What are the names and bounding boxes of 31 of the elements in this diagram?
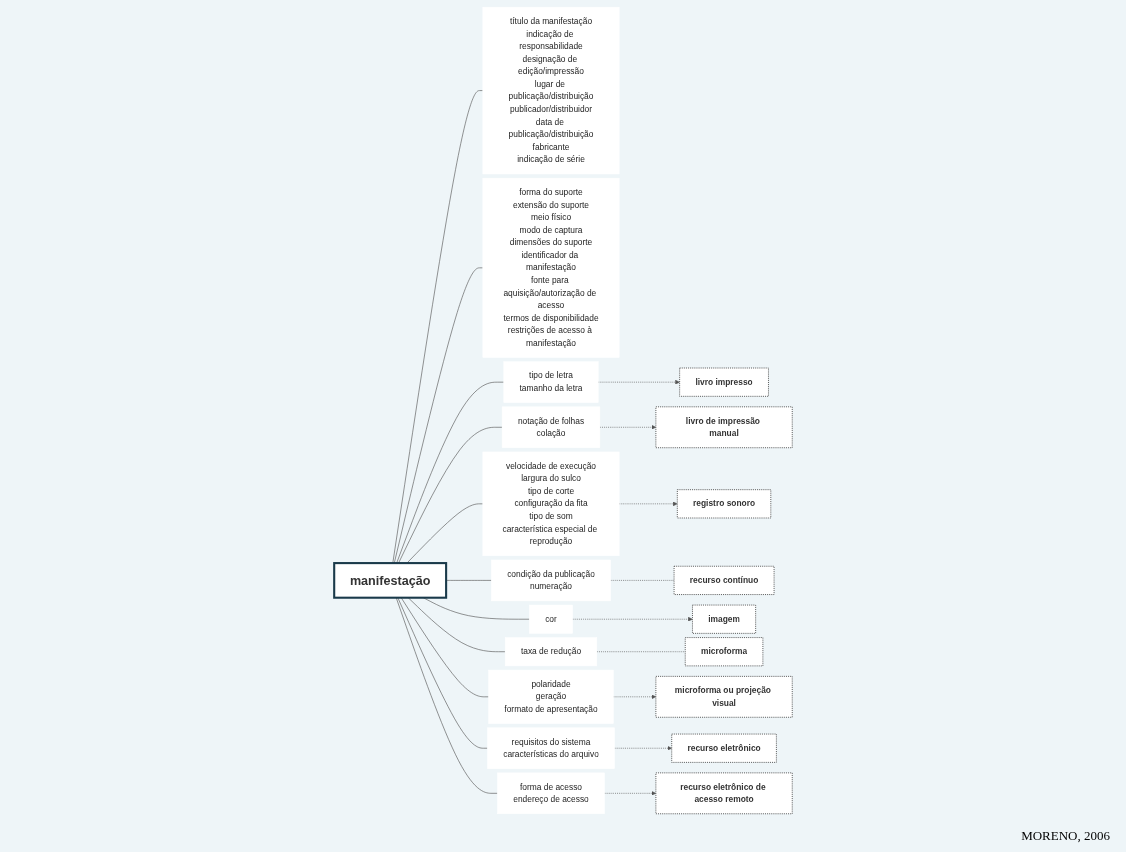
node-box	[490, 559, 611, 601]
connector	[398, 426, 503, 563]
connector	[445, 579, 492, 581]
connector	[393, 267, 483, 563]
connector	[406, 503, 483, 563]
connector	[596, 650, 686, 652]
connector	[610, 579, 675, 581]
node-box	[487, 727, 615, 769]
diagram: manifestação título da manifestação indicação de responsabilidade designação de edição/impressão lugar de publicação/distribuição publicador/distribuidor data de publicação/distribuição fabricante indicação de série forma do suporte extensão do suporte meio físico modo de captura dimensões do suporte identificador da manifestação fonte para aquisição/autorização de acesso termos de disponibilidade restrições de acesso à manifestação tipo de letra tamanho da letra livro impresso notação de folhas colação livro de impressão manual velocidade de execução largura do sulco tipo de corte configuração da fita tipo de som característica especial de reprodução registro sonoro condição da publicação numeração recurso contínuo cor imagem taxa de redução microforma polaridade geração formato de apresentação microforma ou projeção visual requisitos do sistema características do arquivo recurso eletrônico forma de acesso endereço de acesso recurso eletrônico de acesso remoto	[329, 2, 797, 818]
node-box	[482, 177, 620, 358]
node-box	[673, 565, 775, 595]
node-box	[332, 561, 447, 599]
node-box	[482, 451, 620, 556]
node-box	[504, 636, 597, 666]
connector	[392, 89, 483, 563]
node-box	[655, 675, 793, 718]
node-box	[684, 636, 764, 666]
node-box	[528, 604, 573, 634]
node-box	[488, 669, 614, 724]
node-box	[679, 367, 769, 397]
node-box	[503, 360, 599, 403]
node-box	[671, 733, 777, 763]
node-box	[482, 6, 620, 174]
node-box	[497, 772, 605, 814]
node-box	[655, 405, 793, 448]
connector	[396, 381, 504, 563]
node-box	[691, 604, 756, 634]
node-box	[501, 406, 600, 448]
node-box	[676, 488, 771, 518]
source-note: MORENO, 2006	[1021, 828, 1110, 844]
node-box	[655, 772, 793, 814]
